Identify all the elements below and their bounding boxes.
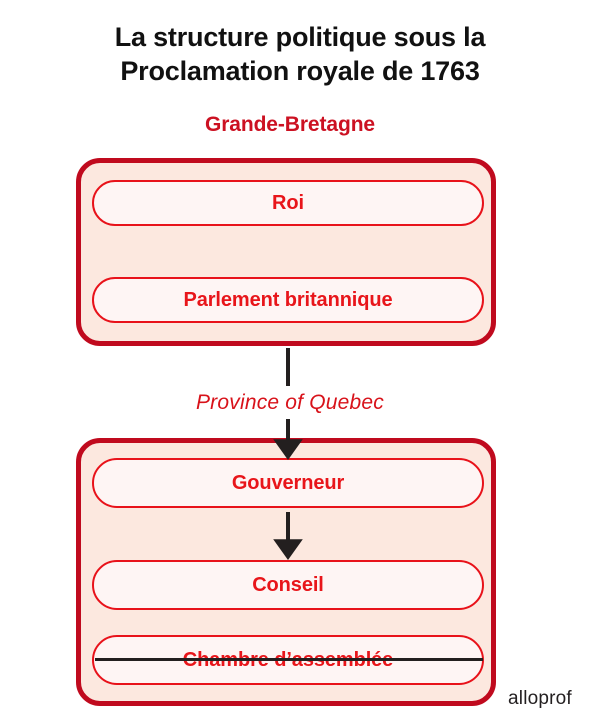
- group-heading-britain: Grande-Bretagne: [204, 113, 376, 136]
- node-conseil: Conseil: [92, 560, 484, 610]
- page-title-line-2: Proclamation royale de 1763: [120, 56, 480, 86]
- node-roi: Roi: [92, 180, 484, 226]
- strikethrough-line-chambre-dassemblee: [95, 658, 483, 661]
- node-parlement-britannique: Parlement britannique: [92, 277, 484, 323]
- alloprof-logo: alloprof: [508, 688, 572, 709]
- page-title-line-1: La structure politique sous la: [114, 22, 486, 52]
- node-gouverneur: Gouverneur: [92, 458, 484, 508]
- connector-label-province-of-quebec: Province of Quebec: [195, 391, 385, 414]
- page-title: La structure politique sous la Proclamat…: [0, 20, 600, 88]
